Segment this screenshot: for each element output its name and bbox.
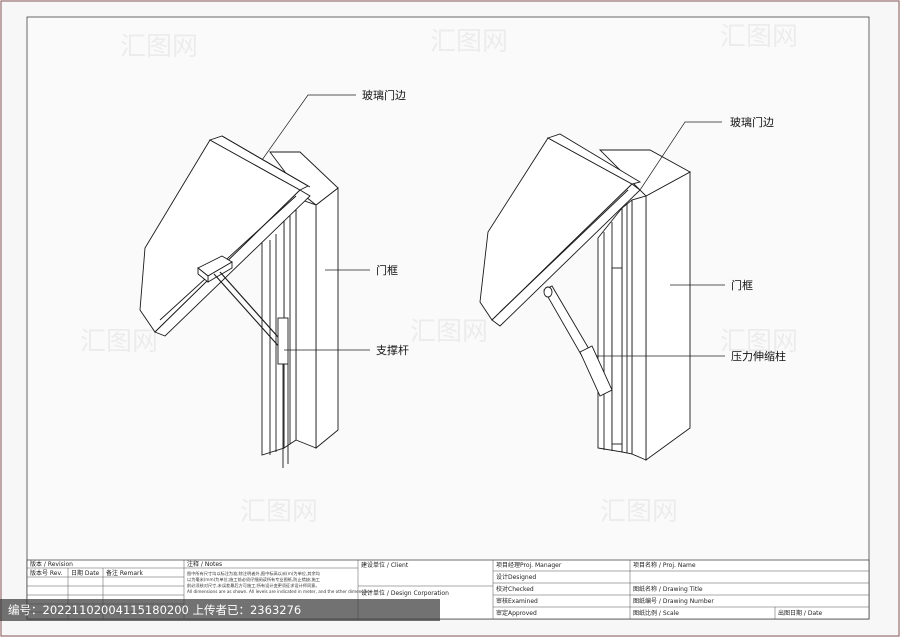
left-frame-front	[315, 187, 339, 449]
leader-right-glass-edge	[639, 121, 722, 191]
svg-text:汇图网: 汇图网	[720, 22, 798, 52]
tb-examined: 审核Examined	[496, 597, 538, 605]
svg-text:汇图网: 汇图网	[80, 327, 158, 357]
tb-scale: 图纸比例 / Scale	[633, 609, 679, 617]
tb-notes-line-4: All dimensions are as shown. All levels …	[187, 589, 372, 594]
watermark-layer: 汇图网 汇图网 汇图网 汇图网 汇图网 汇图网 汇图网 汇图网	[80, 22, 798, 527]
svg-text:汇图网: 汇图网	[720, 327, 798, 357]
tb-proj-manager: 项目经理Proj. Manager	[496, 561, 562, 569]
tb-notes-line-1: 图中所有尺寸均以标注为准;除注明者外,图中标高以米(m)为单位,其余均	[187, 570, 320, 577]
tb-rev-no: 版本号 Rev.	[30, 569, 63, 577]
tb-date: 日期 Date	[71, 569, 100, 577]
upload-info-text: 编号：20221102004115180200 上传者已：2363276	[8, 603, 302, 617]
left-door-assembly	[139, 135, 339, 468]
tb-notes-line-3: 前必须核对尺寸,未误差最后方可施工;所有设计变更须征求设计师同意。	[187, 582, 320, 589]
tb-checked: 校对Checked	[496, 585, 534, 593]
tb-approved: 审定Approved	[496, 609, 537, 617]
tb-notes-line-2: 以为毫米(mm)为单位;施工前必须仔细阅读所有专业图纸,防止错缺;施工	[187, 576, 320, 583]
tb-client: 建设单位 / Client	[361, 561, 409, 569]
svg-text:汇图网: 汇图网	[600, 497, 678, 527]
right-gas-strut	[543, 285, 613, 397]
tb-remark: 备注 Remark	[106, 569, 143, 577]
label-left-door-frame: 门框	[376, 263, 398, 277]
svg-text:汇图网: 汇图网	[430, 27, 508, 57]
leader-left-glass-edge	[261, 94, 356, 161]
svg-text:汇图网: 汇图网	[410, 317, 488, 347]
label-right-door-frame: 门框	[731, 278, 753, 292]
left-support-rod	[213, 273, 283, 351]
tb-print-date: 出图日期 / Date	[778, 609, 822, 617]
callouts	[261, 94, 725, 357]
label-right-gas-strut: 压力伸缩柱	[731, 349, 786, 363]
tb-drawing-title: 图纸名称 / Drawing Title	[633, 585, 703, 593]
tb-designed: 设计Designed	[496, 573, 536, 581]
tb-revision-header: 版本 / Revision	[30, 560, 73, 568]
upload-info-bar: 编号：20221102004115180200 上传者已：2363276	[0, 599, 440, 621]
left-rod-track	[277, 317, 289, 365]
label-right-glass-edge: 玻璃门边	[730, 115, 774, 129]
label-left-support-rod: 支撑杆	[376, 343, 409, 357]
tb-notes-header: 注释 / Notes	[187, 560, 222, 568]
tb-drawing-number: 图纸编号 / Drawing Number	[633, 597, 714, 605]
tb-proj-name: 项目名称 / Proj. Name	[633, 561, 696, 569]
svg-text:汇图网: 汇图网	[240, 497, 318, 527]
right-frame-front	[645, 171, 691, 461]
svg-text:汇图网: 汇图网	[120, 32, 198, 62]
tb-design-corp: 设计单位 / Design Corporation	[361, 589, 449, 597]
label-left-glass-edge: 玻璃门边	[362, 88, 406, 102]
